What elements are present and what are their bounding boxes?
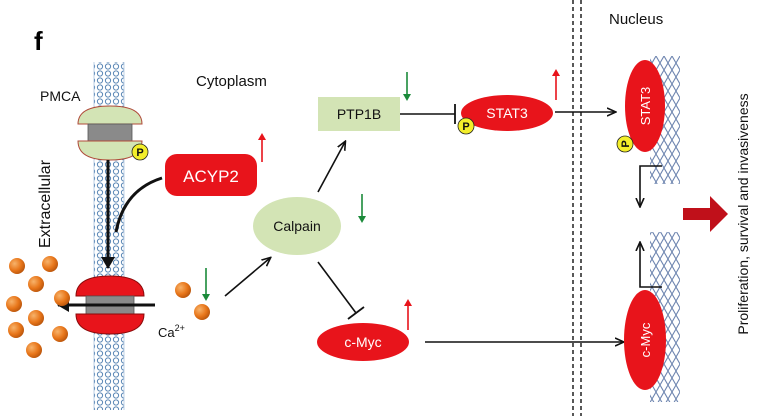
extracellular-label: Extracellular <box>37 159 54 248</box>
calcium-ion <box>26 342 42 358</box>
stat3-nuclear-label: STAT3 <box>638 87 653 126</box>
stat3-transcription-arrow <box>640 165 662 206</box>
calpain-inhibits-cmyc-line <box>317 261 357 314</box>
calcium-symbol: Ca <box>158 325 175 340</box>
calcium-ion <box>52 326 68 342</box>
pmca-phospho-badge <box>131 143 149 161</box>
outcome-arrow <box>683 196 728 232</box>
calcium-ion <box>28 310 44 326</box>
pmca-pump-upper <box>77 105 143 161</box>
calpain-label: Calpain <box>273 218 320 234</box>
pmca-phospho-label: P <box>136 147 143 159</box>
stat3-phospho-badge <box>457 117 475 135</box>
acyp2-to-pmca-curve <box>114 176 163 233</box>
panel-letter: f <box>34 26 43 56</box>
stat3-nuclear-node <box>625 60 665 152</box>
cmyc-nuclear-node <box>624 290 666 390</box>
acyp2-label: ACYP2 <box>183 167 239 186</box>
ptp1b-node <box>318 97 400 131</box>
calpain-to-ptp1b-arrow <box>317 142 345 193</box>
calpain-inhibits-cmyc-bar <box>347 306 365 320</box>
nucleus-label: Nucleus <box>609 11 663 28</box>
cytoplasm-calcium-ion <box>194 304 210 320</box>
calcium-ion <box>6 296 22 312</box>
cytoplasm-label: Cytoplasm <box>196 73 267 90</box>
stat3-nuclear-phospho-badge <box>616 135 634 153</box>
outcome-label: Proliferation, survival and invasiveness <box>735 93 751 334</box>
stat3-node <box>461 95 553 131</box>
cmyc-transcription-arrow <box>640 243 662 288</box>
calcium-ion <box>42 256 58 272</box>
cytoplasm-calcium-ion <box>175 282 191 298</box>
stat3-label: STAT3 <box>486 105 528 121</box>
pmca-label: PMCA <box>40 88 81 104</box>
stat3-nuclear-phospho-label: P <box>620 140 632 147</box>
cmyc-node <box>317 323 409 361</box>
stat3-phospho-label: P <box>462 121 469 133</box>
acyp2-node <box>165 154 257 196</box>
ptp1b-label: PTP1B <box>337 106 381 122</box>
cmyc-nuclear-label: c-Myc <box>638 322 653 357</box>
calcium-to-calpain-arrow <box>224 258 270 297</box>
calcium-ion <box>8 322 24 338</box>
calcium-ion <box>28 276 44 292</box>
calcium-charge: 2+ <box>175 323 185 333</box>
calcium-label: Ca2+ <box>158 323 185 340</box>
calcium-ion <box>54 290 70 306</box>
calpain-node <box>253 197 341 255</box>
cmyc-label: c-Myc <box>344 334 381 350</box>
extracellular-calcium-ions <box>6 256 70 358</box>
calcium-ion <box>9 258 25 274</box>
